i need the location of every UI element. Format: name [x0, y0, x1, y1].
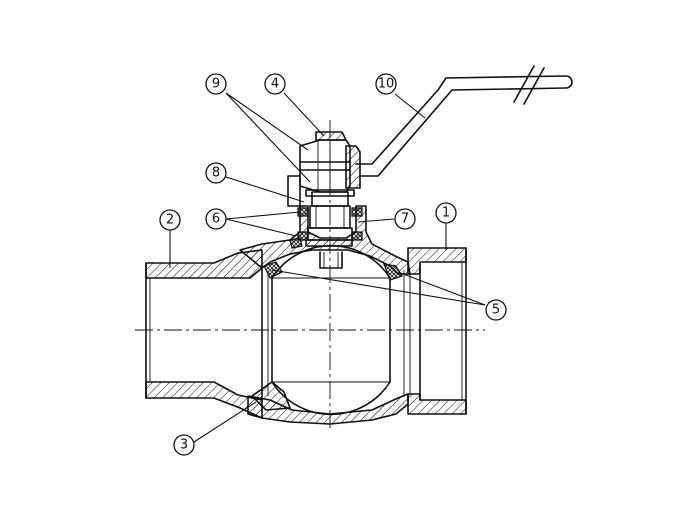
callout-10: 10: [375, 73, 397, 95]
end-connector-part-2: [145, 249, 263, 419]
callout-6: 6: [205, 208, 227, 230]
leader-lines: [169, 92, 486, 443]
packing-seals-part-6-7-8: [289, 207, 363, 249]
callout-3: 3: [173, 434, 195, 456]
handle-lever-part-10: [345, 65, 573, 189]
callout-label-3: 3: [180, 438, 188, 453]
callout-label-4: 4: [271, 77, 279, 92]
callout-9: 9: [205, 73, 227, 95]
callout-label-5: 5: [492, 303, 500, 318]
ball-part-3: [251, 244, 391, 416]
callout-5: 5: [485, 299, 507, 321]
callout-label-2: 2: [166, 213, 174, 228]
callout-1: 1: [435, 202, 457, 224]
callout-label-10: 10: [378, 77, 395, 92]
callout-label-7: 7: [401, 212, 409, 227]
callout-7: 7: [394, 208, 416, 230]
callout-2: 2: [159, 209, 181, 231]
callout-label-9: 9: [212, 77, 220, 92]
hex-nut-part-9: [287, 131, 351, 207]
callout-4: 4: [264, 73, 286, 95]
callout-label-1: 1: [442, 206, 450, 221]
callout-label-6: 6: [212, 212, 220, 227]
callout-8: 8: [205, 162, 227, 184]
callout-label-8: 8: [212, 166, 220, 181]
seat-rings-part-5: [263, 261, 403, 281]
